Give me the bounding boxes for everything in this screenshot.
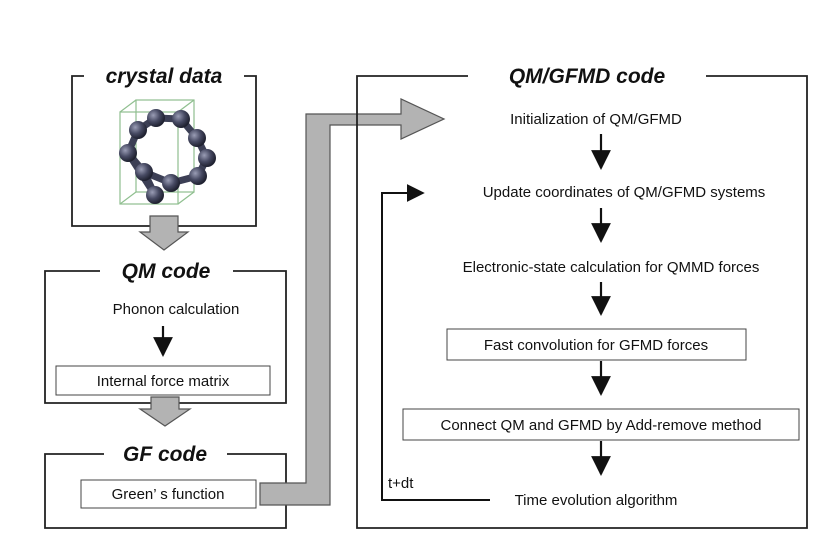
crystal-data-title: crystal data	[106, 65, 223, 88]
gf-code-frame	[44, 453, 287, 529]
crystal-structure-image	[119, 99, 216, 205]
time-step-loop-arrow	[381, 184, 490, 501]
gf-code-panel: GF code Green’ s function	[44, 443, 287, 529]
loop-label: t+dt	[388, 475, 414, 492]
qm-code-title: QM code	[122, 260, 211, 283]
step-time-evolution: Time evolution algorithm	[515, 492, 678, 509]
qmgfmd-code-panel: QM/GFMD code Initialization of QM/GFMD U…	[356, 65, 808, 529]
connect-qm-gfmd-box	[402, 408, 800, 441]
step-update-coordinates: Update coordinates of QM/GFMD systems	[483, 184, 766, 201]
qm-to-gf-arrow	[138, 396, 192, 427]
crystal-data-panel: crystal data	[71, 65, 257, 227]
internal-force-matrix-label: Internal force matrix	[97, 373, 230, 390]
step-fast-convolution: Fast convolution for GFMD forces	[484, 337, 708, 354]
gf-to-qmgfmd-arrow	[259, 98, 446, 506]
atoms	[119, 109, 216, 204]
greens-function-label: Green’ s function	[112, 486, 225, 503]
step-initialization: Initialization of QM/GFMD	[510, 111, 682, 128]
unit-cell-frame	[119, 99, 195, 205]
step-electronic-state: Electronic-state calculation for QMMD fo…	[463, 259, 760, 276]
gf-code-title: GF code	[123, 443, 207, 466]
phonon-calculation-label: Phonon calculation	[113, 301, 240, 318]
qm-code-panel: QM code Phonon calculation Internal forc…	[44, 260, 287, 404]
step-connect-qm-gfmd: Connect QM and GFMD by Add-remove method	[441, 417, 762, 434]
qmgfmd-code-title: QM/GFMD code	[509, 65, 666, 88]
fast-convolution-box	[446, 328, 747, 361]
crystal-to-qm-arrow	[138, 215, 190, 251]
greens-function-box	[80, 479, 257, 509]
qmgfmd-code-frame	[356, 75, 808, 529]
internal-force-matrix-box	[55, 365, 271, 396]
